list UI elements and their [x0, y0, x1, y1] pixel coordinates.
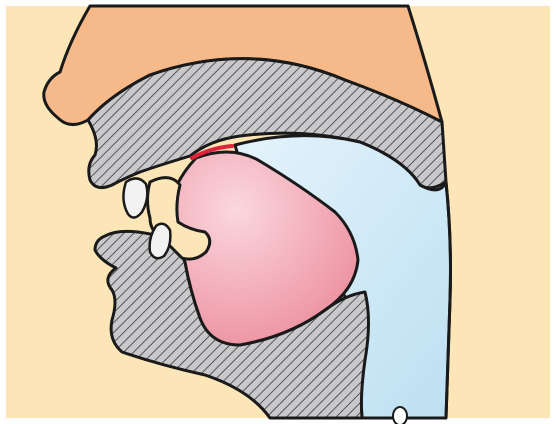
airway-bubble: [393, 407, 407, 424]
